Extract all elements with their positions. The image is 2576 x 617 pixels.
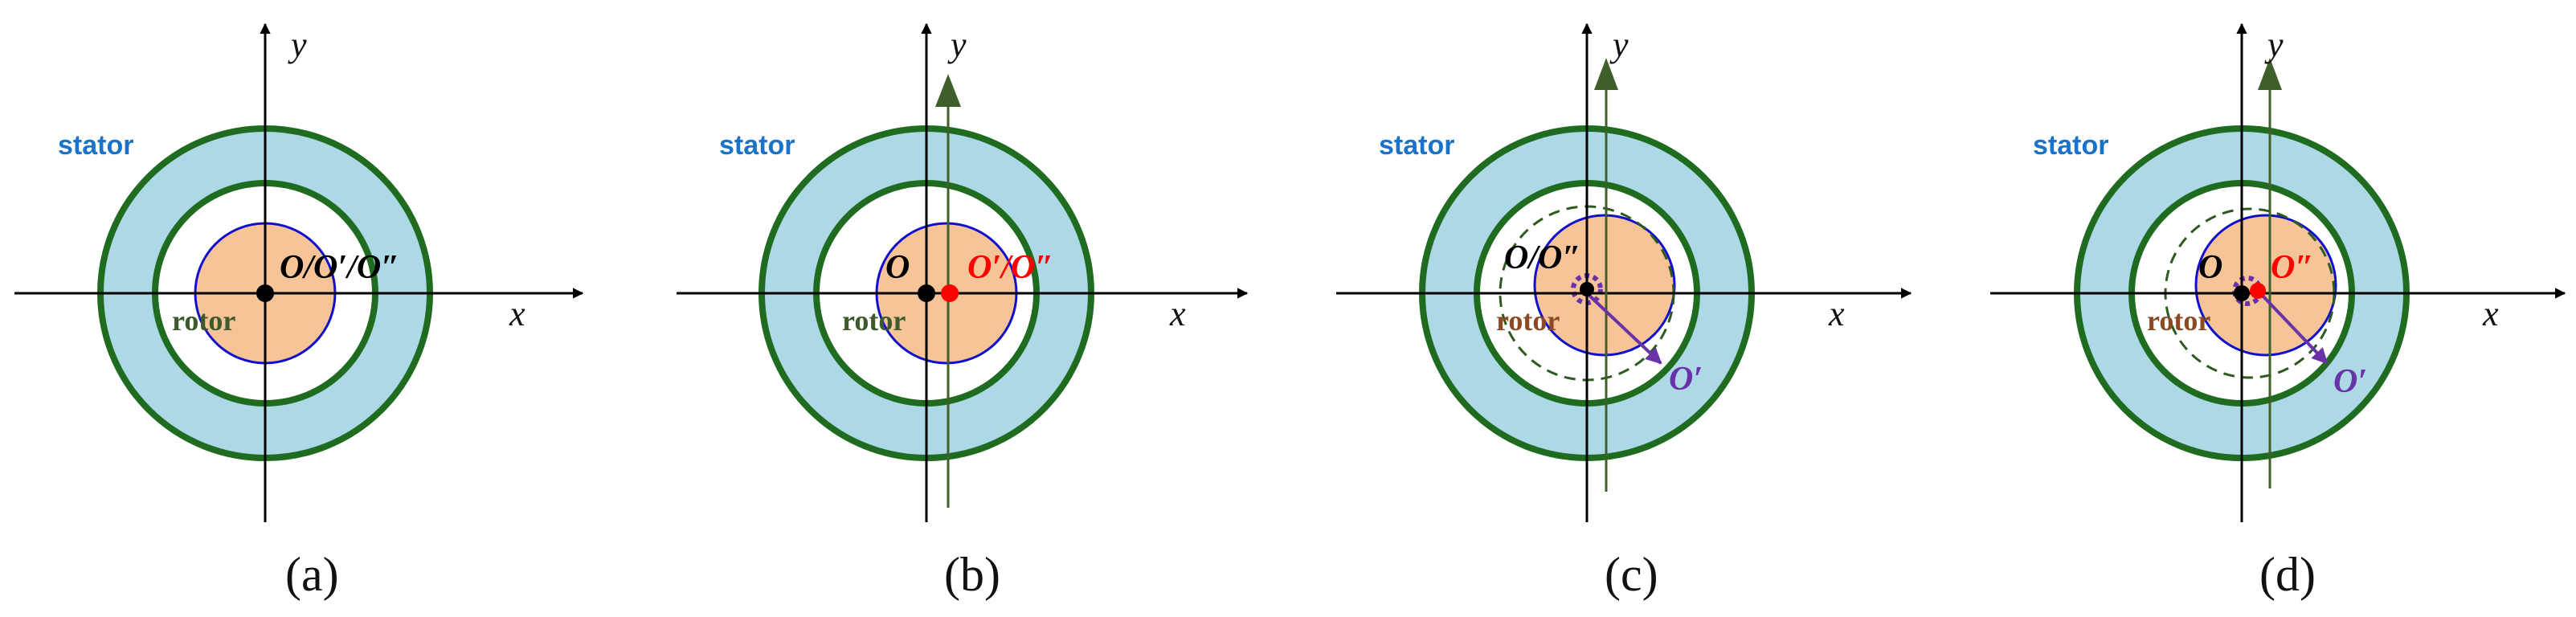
center-point [2234,285,2250,301]
shifted-y-arrowhead [2258,58,2282,90]
offset-origin-label: O″ [2271,249,2314,286]
caption: (d) [2259,548,2316,601]
x-axis-label: x [509,294,525,333]
stator-label: stator [2033,130,2108,161]
offset-center-point [941,284,959,302]
origin-label: O/O′/O″ [280,249,399,286]
origin-label: O [2198,249,2222,286]
origin-label: O/O″ [1504,239,1581,276]
offset-center-point [2250,283,2266,299]
center-point [256,284,274,302]
stator-label: stator [719,130,795,161]
caption: (a) [285,548,339,601]
x-axis-label: x [1169,294,1186,333]
shifted-y-arrowhead [1594,58,1618,90]
caption: (c) [1605,548,1658,601]
orbit-point-label: O′ [1669,361,1703,398]
rotor-label: rotor [842,304,906,337]
offset-origin-label: O′/O″ [967,249,1053,286]
y-axis-label: y [947,25,967,64]
panel-b: stator rotor x y O O′/O″ (b) [677,22,1249,601]
rotor-label: rotor [1496,304,1560,337]
displacement-vector [2259,292,2329,365]
stator-label: stator [58,130,133,161]
panel-c: stator rotor x y O/O″ O′ (c) [1336,22,1912,601]
x-axis-label: x [2482,294,2499,333]
x-axis-label: x [1828,294,1845,333]
y-axis-label: y [1609,25,1629,64]
panel-d: stator rotor x y O O″ O′ (d) [1990,22,2566,601]
stator-label: stator [1379,130,1454,161]
y-axis-label: y [288,25,307,64]
displacement-vector [1585,292,1662,365]
origin-label: O [885,249,910,286]
center-point [1580,282,1594,296]
rotor-label: rotor [2147,304,2210,337]
shifted-y-arrowhead [935,74,961,107]
caption: (b) [944,548,1000,601]
center-point [918,284,935,302]
y-axis-label: y [2264,25,2284,64]
rotor-label: rotor [172,304,235,337]
panel-a: stator rotor x y O/O′/O″ (a) [14,22,584,601]
orbit-point-label: O′ [2333,363,2367,400]
rotor-disc [2194,214,2337,357]
